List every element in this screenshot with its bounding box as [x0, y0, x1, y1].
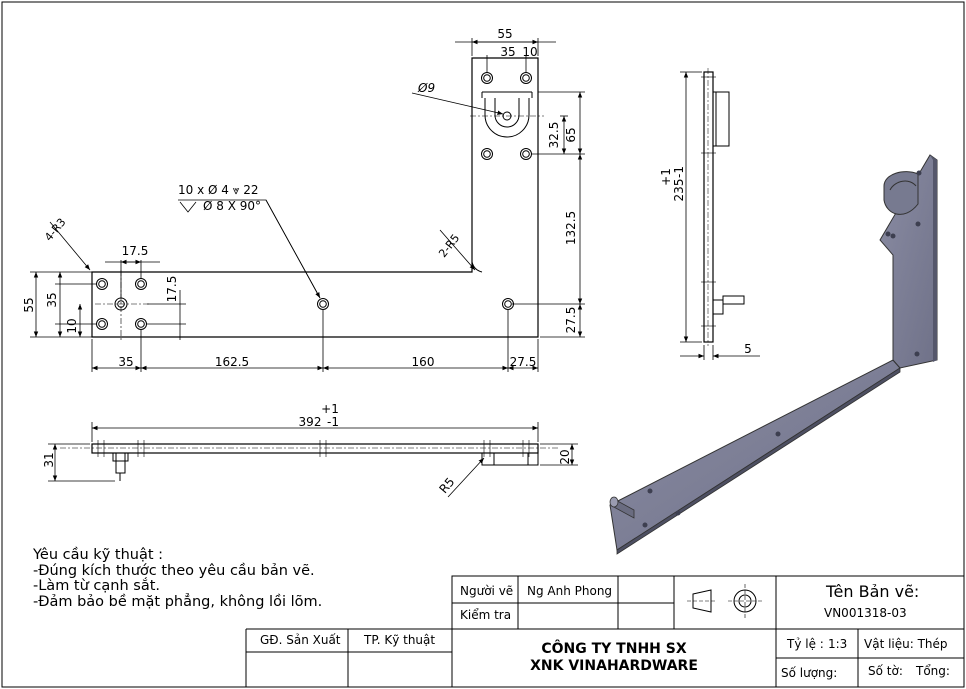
- material-label: Vật liệu: Thép: [864, 637, 948, 651]
- front-view: [91, 57, 544, 340]
- dim-35-left: 35: [45, 292, 59, 307]
- dim-17-5-v: 17.5: [165, 276, 179, 303]
- dim-162-5: 162.5: [215, 355, 249, 369]
- dim-10-top: 10: [522, 45, 537, 59]
- dim-27-5-bottom: 27.5: [510, 355, 537, 369]
- dim-55-left: 55: [22, 297, 36, 312]
- dim-r5: R5: [436, 475, 457, 496]
- total-label: Tổng:: [916, 664, 950, 678]
- dim-235-tol-plus: +1: [659, 168, 673, 186]
- tab-holes: [481, 72, 532, 160]
- tech-head-label: TP. Kỹ thuật: [364, 633, 436, 647]
- dim-32-5: 32.5: [547, 122, 561, 149]
- dim-55-top: 55: [497, 27, 512, 41]
- drawn-by-label: Người vẽ: [460, 584, 514, 598]
- drawn-by-value: Ng Anh Phong: [527, 584, 613, 598]
- hole-callout-line-1: 10 x Ø 4 ⩔ 22: [178, 183, 259, 197]
- dim-35-bottom: 35: [118, 355, 133, 369]
- production-director-label: GĐ. Sản Xuất: [260, 633, 341, 647]
- bottom-dim-labels: +1 392 -1 31 20 R5: [42, 402, 572, 496]
- bottom-dimensions: [48, 422, 578, 498]
- note-item: -Đúng kích thước theo yêu cầu bản vẽ.: [33, 562, 315, 579]
- dim-132-5: 132.5: [564, 211, 578, 245]
- dim-160: 160: [412, 355, 435, 369]
- dim-65: 65: [564, 127, 578, 142]
- front-view-outline: [91, 57, 539, 338]
- dim-hole-d9: Ø9: [417, 81, 435, 95]
- isometric-view: [609, 154, 938, 555]
- side-view: [701, 68, 745, 346]
- company-name-line-2: XNK VINAHARDWARE: [530, 658, 698, 674]
- side-dim-labels: +1 235 -1 5: [659, 166, 752, 356]
- dim-392: 392: [299, 415, 322, 429]
- dim-392-tol-minus: -1: [327, 415, 339, 429]
- scale-value: 1:3: [828, 637, 848, 651]
- side-dimensions: [680, 71, 760, 360]
- dim-20: 20: [558, 449, 572, 464]
- technical-notes: Yêu cầu kỹ thuật : -Đúng kích thước theo…: [33, 547, 323, 610]
- drawing-name-label: Tên Bản vẽ:: [826, 582, 920, 601]
- dim-235-tol-minus: -1: [672, 166, 686, 178]
- quantity-label: Số lượng:: [781, 666, 838, 680]
- drawing-number: VN001318-03: [824, 606, 907, 620]
- dim-31: 31: [42, 452, 56, 467]
- dim-35-top: 35: [500, 45, 515, 59]
- front-dimensions: [30, 38, 585, 372]
- dim-10-left: 10: [65, 318, 79, 333]
- dim-5: 5: [744, 342, 752, 356]
- company-name-line-1: CÔNG TY TNHH SX: [541, 641, 687, 657]
- note-item: -Làm từ cạnh sắt.: [33, 578, 160, 594]
- dim-2-r5: 2-R5: [436, 232, 462, 260]
- projection-symbol: [687, 584, 762, 618]
- dim-235: 235: [672, 179, 686, 202]
- checked-label: Kiểm tra: [460, 608, 512, 622]
- note-item: -Đảm bảo bề mặt phẳng, không lồi lõm.: [33, 593, 323, 610]
- sheet-label: Số tờ:: [868, 664, 903, 678]
- dim-17-5-h: 17.5: [122, 244, 149, 258]
- front-dim-labels: 55 35 10 Ø9 32.5 65 132.5 27.5 2-R5 4-R3…: [22, 27, 578, 369]
- hole-callout-line-2: Ø 8 X 90°: [203, 199, 261, 213]
- notes-title: Yêu cầu kỹ thuật :: [33, 547, 164, 563]
- scale-label: Tỷ lệ :: [787, 637, 824, 651]
- end-holes: [96, 278, 514, 330]
- dim-27-5-right: 27.5: [564, 307, 578, 334]
- dim-392-tol-plus: +1: [321, 402, 339, 416]
- bottom-view: [60, 440, 560, 481]
- title-block: [245, 575, 965, 688]
